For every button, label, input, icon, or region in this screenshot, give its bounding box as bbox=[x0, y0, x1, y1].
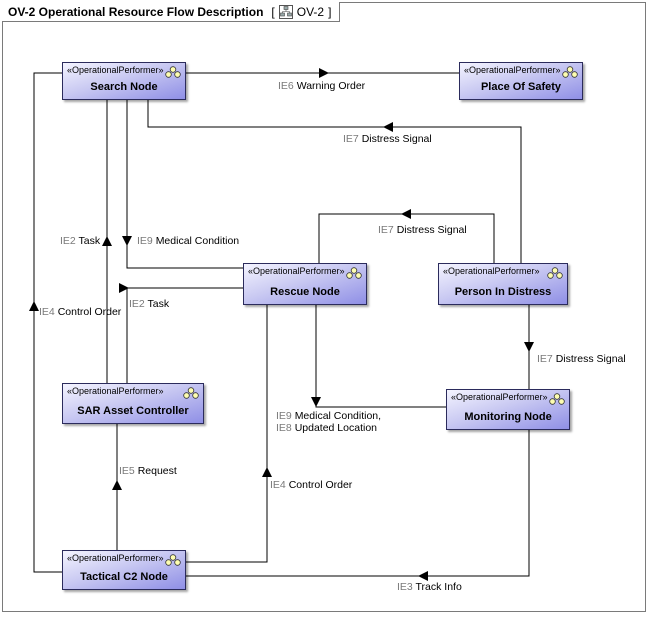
node-place-of-safety[interactable]: «OperationalPerformer» Place Of Safety bbox=[459, 62, 583, 100]
flow-label-ie7b: IE7 Distress Signal bbox=[378, 224, 467, 236]
performer-icon bbox=[562, 66, 578, 78]
node-stereotype: «OperationalPerformer» bbox=[67, 65, 164, 75]
flow-line-ie7b bbox=[318, 213, 495, 263]
node-monitoring[interactable]: «OperationalPerformer» Monitoring Node bbox=[446, 389, 570, 430]
node-tactical-c2[interactable]: «OperationalPerformer» Tactical C2 Node bbox=[62, 550, 186, 590]
flow-label-ie9b: IE9 Medical Condition, bbox=[276, 410, 382, 422]
performer-icon bbox=[183, 387, 199, 399]
arrow-ie9b bbox=[311, 397, 321, 407]
arrow-ie6 bbox=[319, 68, 329, 78]
tag-open: [ bbox=[271, 4, 275, 19]
tag-label: OV-2 bbox=[296, 4, 325, 19]
node-name: Rescue Node bbox=[270, 286, 340, 298]
arrow-ie7c bbox=[524, 342, 534, 352]
flow-label-ie2a: IE2 Task bbox=[60, 235, 101, 247]
arrow-ie7a bbox=[383, 122, 393, 132]
flow-label-ie6: IE6 Warning Order bbox=[278, 80, 366, 92]
node-stereotype: «OperationalPerformer» bbox=[67, 386, 164, 396]
node-name: SAR Asset Controller bbox=[77, 405, 189, 417]
flow-label-ie7c: IE7 Distress Signal bbox=[537, 353, 626, 365]
performer-icon bbox=[165, 66, 181, 78]
arrow-ie9 bbox=[122, 236, 132, 246]
node-stereotype: «OperationalPerformer» bbox=[464, 65, 561, 75]
tag-close: ] bbox=[328, 4, 332, 19]
flow-label-ie8: IE8 Updated Location bbox=[276, 422, 378, 434]
flow-line-ie7a bbox=[147, 100, 522, 263]
arrow-ie4b bbox=[262, 467, 272, 477]
diagram-tag: [ OV-2 ] bbox=[271, 4, 332, 19]
node-stereotype: «OperationalPerformer» bbox=[443, 266, 540, 276]
arrow-ie3 bbox=[418, 571, 428, 581]
flow-label-ie9: IE9 Medical Condition bbox=[137, 235, 240, 247]
flow-label-ie5: IE5 Request bbox=[119, 465, 177, 477]
node-name: Tactical C2 Node bbox=[80, 571, 168, 583]
flow-line-ie9 bbox=[126, 100, 243, 269]
diagram-icon bbox=[278, 4, 293, 19]
performer-icon bbox=[165, 554, 181, 566]
flow-label-ie4a: IE4 Control Order bbox=[39, 306, 122, 318]
node-stereotype: «OperationalPerformer» bbox=[451, 392, 548, 402]
performer-icon bbox=[547, 267, 563, 279]
arrow-ie7b bbox=[401, 209, 411, 219]
performer-icon bbox=[549, 393, 565, 405]
arrow-ie4a bbox=[29, 301, 39, 311]
node-person-in-distress[interactable]: «OperationalPerformer» Person In Distres… bbox=[438, 263, 568, 305]
flow-line-ie9b bbox=[315, 305, 446, 408]
flow-line-ie4a bbox=[33, 72, 62, 573]
arrow-ie2a bbox=[102, 236, 112, 246]
diagram-title-tab: OV-2 Operational Resource Flow Descripti… bbox=[2, 2, 341, 22]
flow-label-ie4b: IE4 Control Order bbox=[270, 479, 353, 491]
arrow-ie5 bbox=[112, 480, 122, 490]
diagram-title: OV-2 Operational Resource Flow Descripti… bbox=[8, 4, 264, 19]
arrow-ie2b bbox=[119, 283, 129, 293]
flow-label-ie7a: IE7 Distress Signal bbox=[343, 133, 432, 145]
node-rescue[interactable]: «OperationalPerformer» Rescue Node bbox=[243, 263, 367, 305]
node-stereotype: «OperationalPerformer» bbox=[248, 266, 345, 276]
flow-line-ie4b bbox=[186, 305, 268, 563]
flow-label-ie3: IE3 Track Info bbox=[397, 581, 462, 593]
node-name: Person In Distress bbox=[454, 286, 552, 298]
node-search[interactable]: «OperationalPerformer» Search Node bbox=[62, 62, 186, 100]
performer-icon bbox=[346, 267, 362, 279]
node-name: Search Node bbox=[90, 81, 158, 93]
flow-label-ie2b: IE2 Task bbox=[129, 298, 170, 310]
flow-line-ie3 bbox=[186, 430, 530, 577]
node-sar-asset-controller[interactable]: «OperationalPerformer» SAR Asset Control… bbox=[62, 383, 204, 424]
node-name: Monitoring Node bbox=[464, 411, 552, 423]
node-stereotype: «OperationalPerformer» bbox=[67, 553, 164, 563]
node-name: Place Of Safety bbox=[480, 81, 562, 93]
